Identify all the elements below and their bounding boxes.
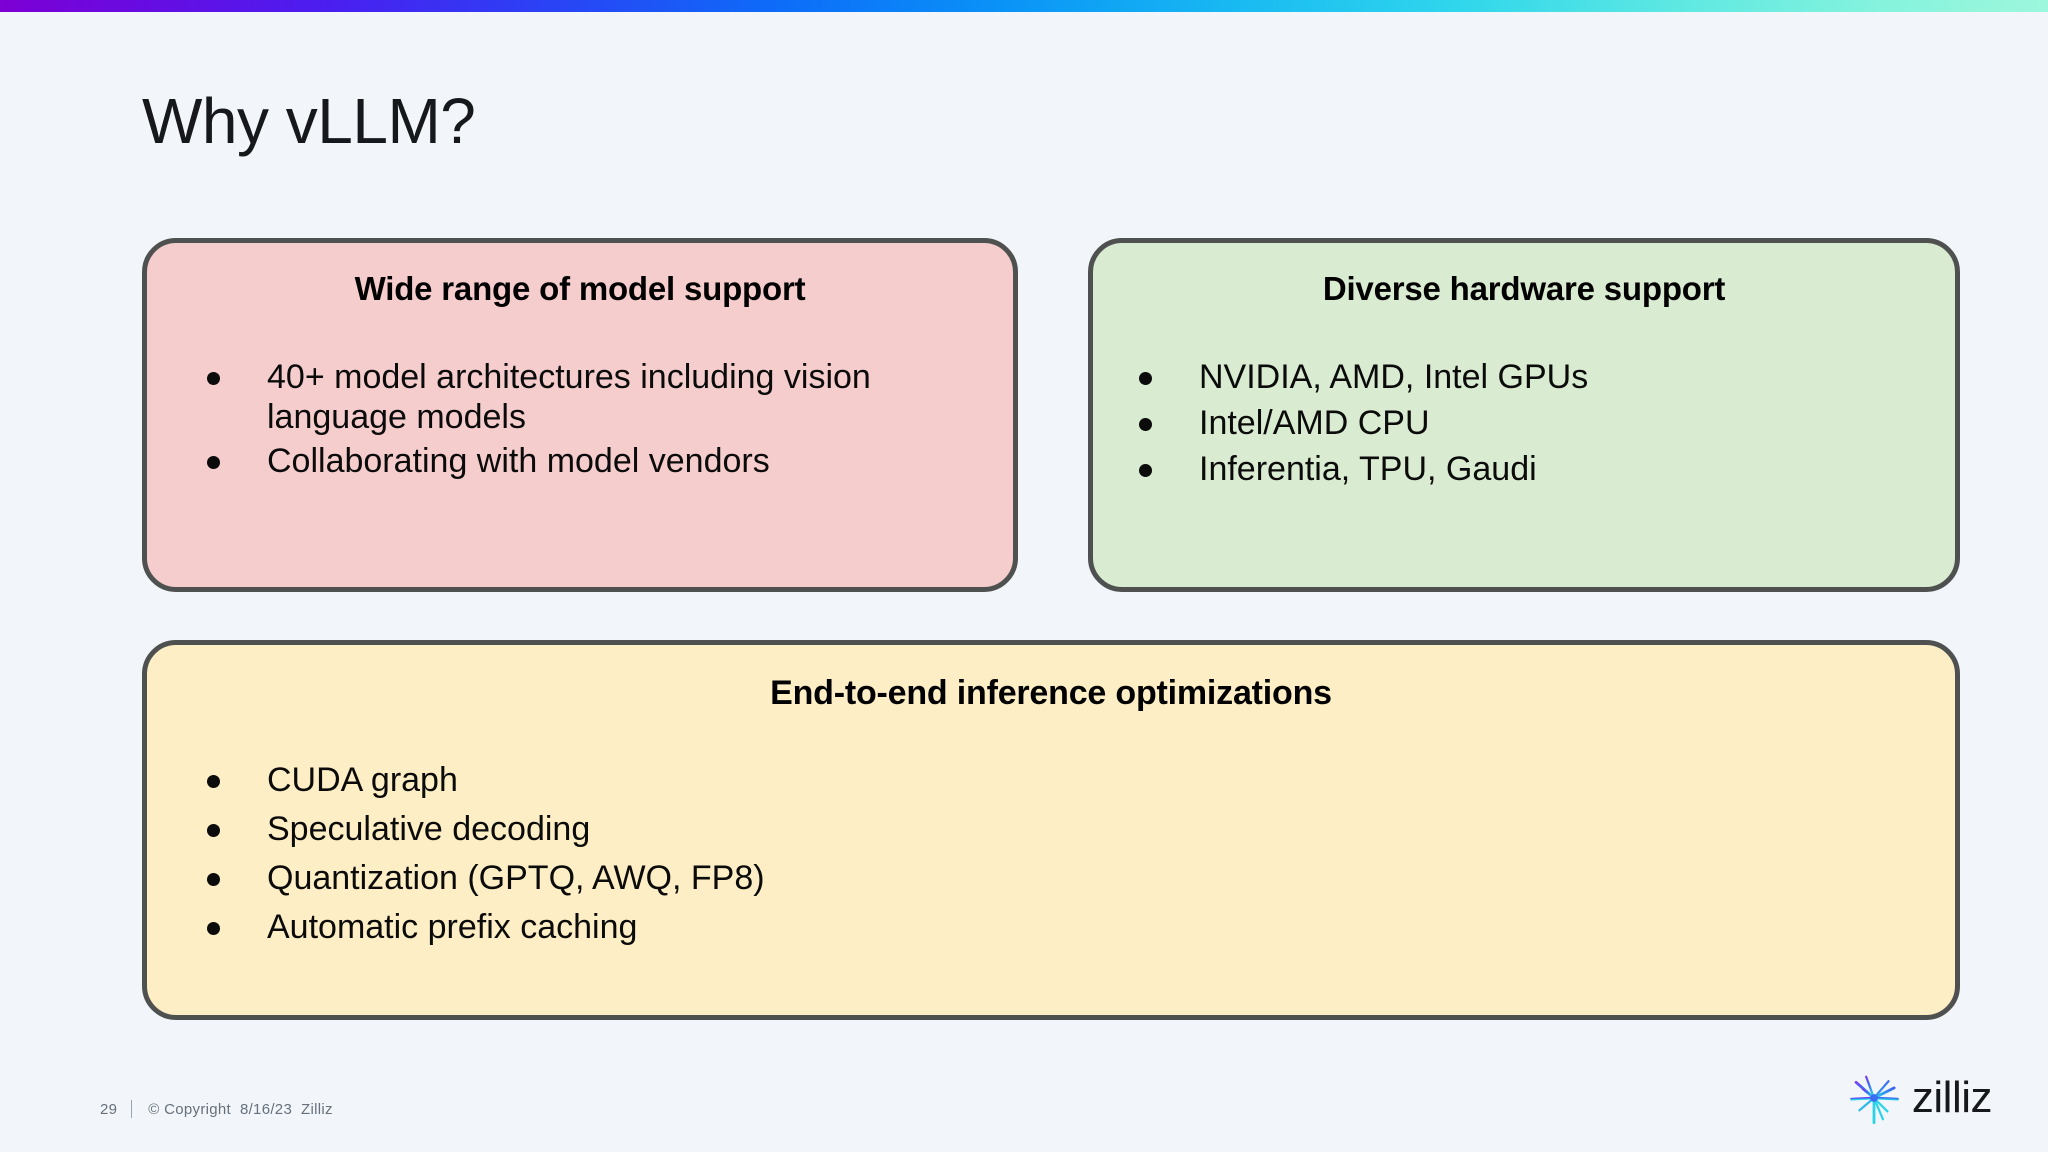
list-item-label: Inferentia, TPU, Gaudi [1199, 449, 1537, 488]
bullet-dot-icon [1139, 371, 1152, 385]
bullet-dot-icon [207, 371, 220, 385]
bullet-dot-icon [1139, 463, 1152, 477]
list-item: 40+ model architectures including vision… [199, 357, 1013, 437]
bullet-list: 40+ model architectures including vision… [147, 357, 1013, 481]
list-item: Collaborating with model vendors [199, 441, 1013, 481]
zilliz-wordmark: zilliz [1911, 1073, 1993, 1122]
list-item: NVIDIA, AMD, Intel GPUs [1131, 357, 1955, 397]
list-item: Speculative decoding [199, 809, 1955, 849]
bullet-dot-icon [207, 455, 220, 469]
top-gradient-bar [0, 0, 2048, 12]
list-item-label: Speculative decoding [267, 809, 591, 848]
page-number: 29 [100, 1100, 118, 1118]
list-item-label: Collaborating with model vendors [267, 441, 770, 480]
list-item-label: NVIDIA, AMD, Intel GPUs [1199, 357, 1589, 396]
bullet-dot-icon [1139, 417, 1152, 431]
list-item-label: Intel/AMD CPU [1199, 403, 1430, 442]
card-diverse-hardware-support: Diverse hardware support NVIDIA, AMD, In… [1088, 238, 1960, 592]
card-title: Wide range of model support [354, 270, 806, 307]
zilliz-starburst-icon [1850, 1071, 1899, 1125]
copyright-text: © Copyright 8/16/23 Zilliz [148, 1100, 333, 1118]
list-item-label: Quantization (GPTQ, AWQ, FP8) [267, 859, 765, 898]
footer-divider [131, 1100, 133, 1118]
list-item-label: CUDA graph [267, 760, 458, 799]
list-item-label: 40+ model architectures including vision… [267, 357, 871, 436]
slide-footer: 29 © Copyright 8/16/23 Zilliz [100, 1100, 333, 1118]
bullet-list: NVIDIA, AMD, Intel GPUs Intel/AMD CPU In… [1093, 357, 1955, 489]
bullet-dot-icon [207, 873, 220, 887]
list-item-label: Automatic prefix caching [267, 908, 638, 947]
page-title: Why vLLM? [142, 85, 476, 157]
card-end-to-end-inference-optimizations: End-to-end inference optimizations CUDA … [142, 640, 1960, 1020]
list-item: Inferentia, TPU, Gaudi [1131, 449, 1955, 489]
card-title: Diverse hardware support [1322, 270, 1726, 307]
list-item: CUDA graph [199, 760, 1955, 800]
list-item: Quantization (GPTQ, AWQ, FP8) [199, 858, 1955, 898]
bullet-dot-icon [207, 922, 220, 936]
bullet-dot-icon [207, 823, 220, 837]
list-item: Automatic prefix caching [199, 907, 1955, 947]
card-wide-range-of-model-support: Wide range of model support 40+ model ar… [142, 238, 1018, 592]
bullet-dot-icon [207, 774, 220, 788]
list-item: Intel/AMD CPU [1131, 403, 1955, 443]
zilliz-logo: zilliz [1846, 1070, 1993, 1126]
card-title: End-to-end inference optimizations [770, 674, 1332, 712]
bullet-list: CUDA graph Speculative decoding Quantiza… [147, 760, 1955, 947]
